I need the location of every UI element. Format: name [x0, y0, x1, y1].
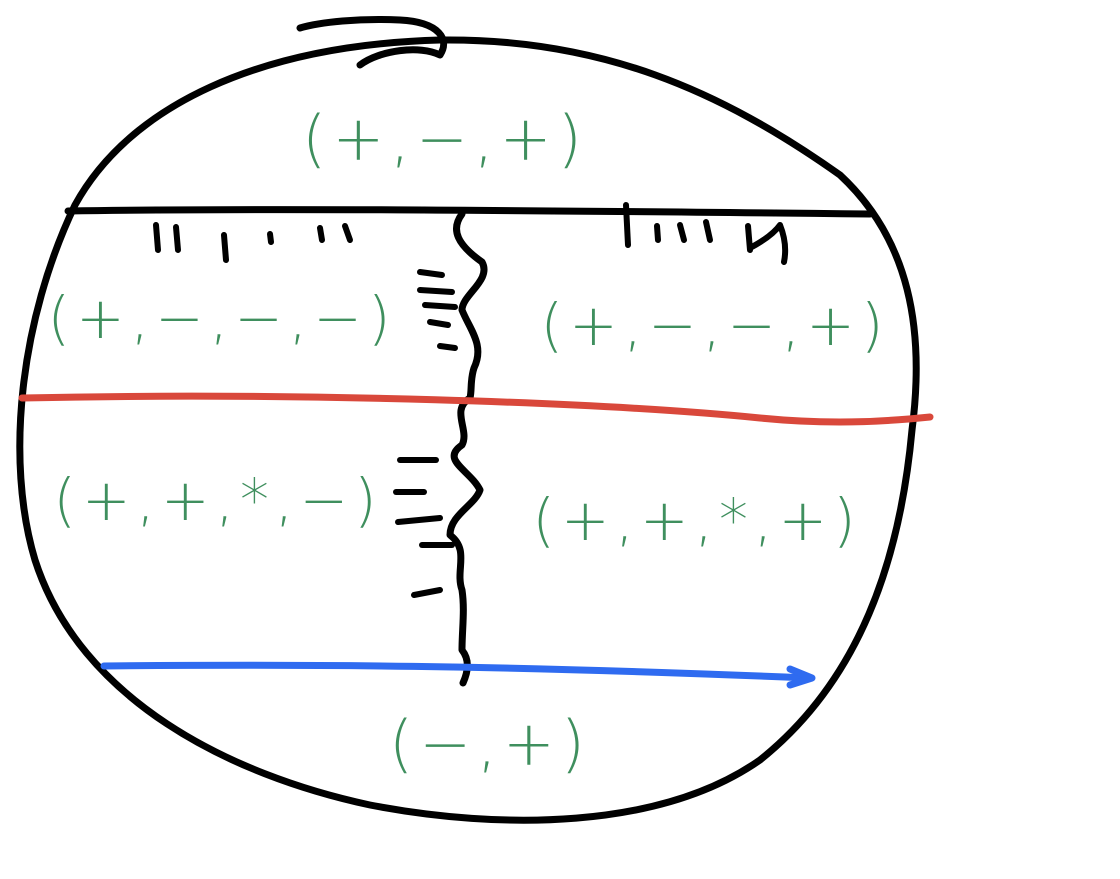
- hatch-marks-top-right: [623, 202, 789, 265]
- top-loop-stroke: [296, 15, 448, 69]
- region-label-upper-right: (+,−,−,+): [541, 291, 890, 359]
- red-line: [18, 392, 934, 426]
- region-label-top: (+,−,+): [302, 102, 588, 175]
- hatch-marks-top-left: [153, 222, 353, 263]
- region-label-lower-left: (+,+,*,−): [53, 466, 382, 534]
- region-label-lower-right: (+,+,*,+): [532, 486, 861, 554]
- hatch-marks-upper-middle: [417, 269, 458, 351]
- outer-circle: [16, 36, 920, 824]
- vertical-wavy-boundary: [446, 210, 488, 687]
- blue-arrow-line: [100, 661, 812, 682]
- blue-arrowhead: [786, 665, 816, 689]
- top-boundary-line: [64, 206, 874, 218]
- region-label-bottom: (−,+): [389, 707, 591, 780]
- region-label-upper-left: (+,−,−,−): [48, 284, 397, 352]
- hatch-marks-lower-middle: [393, 457, 455, 598]
